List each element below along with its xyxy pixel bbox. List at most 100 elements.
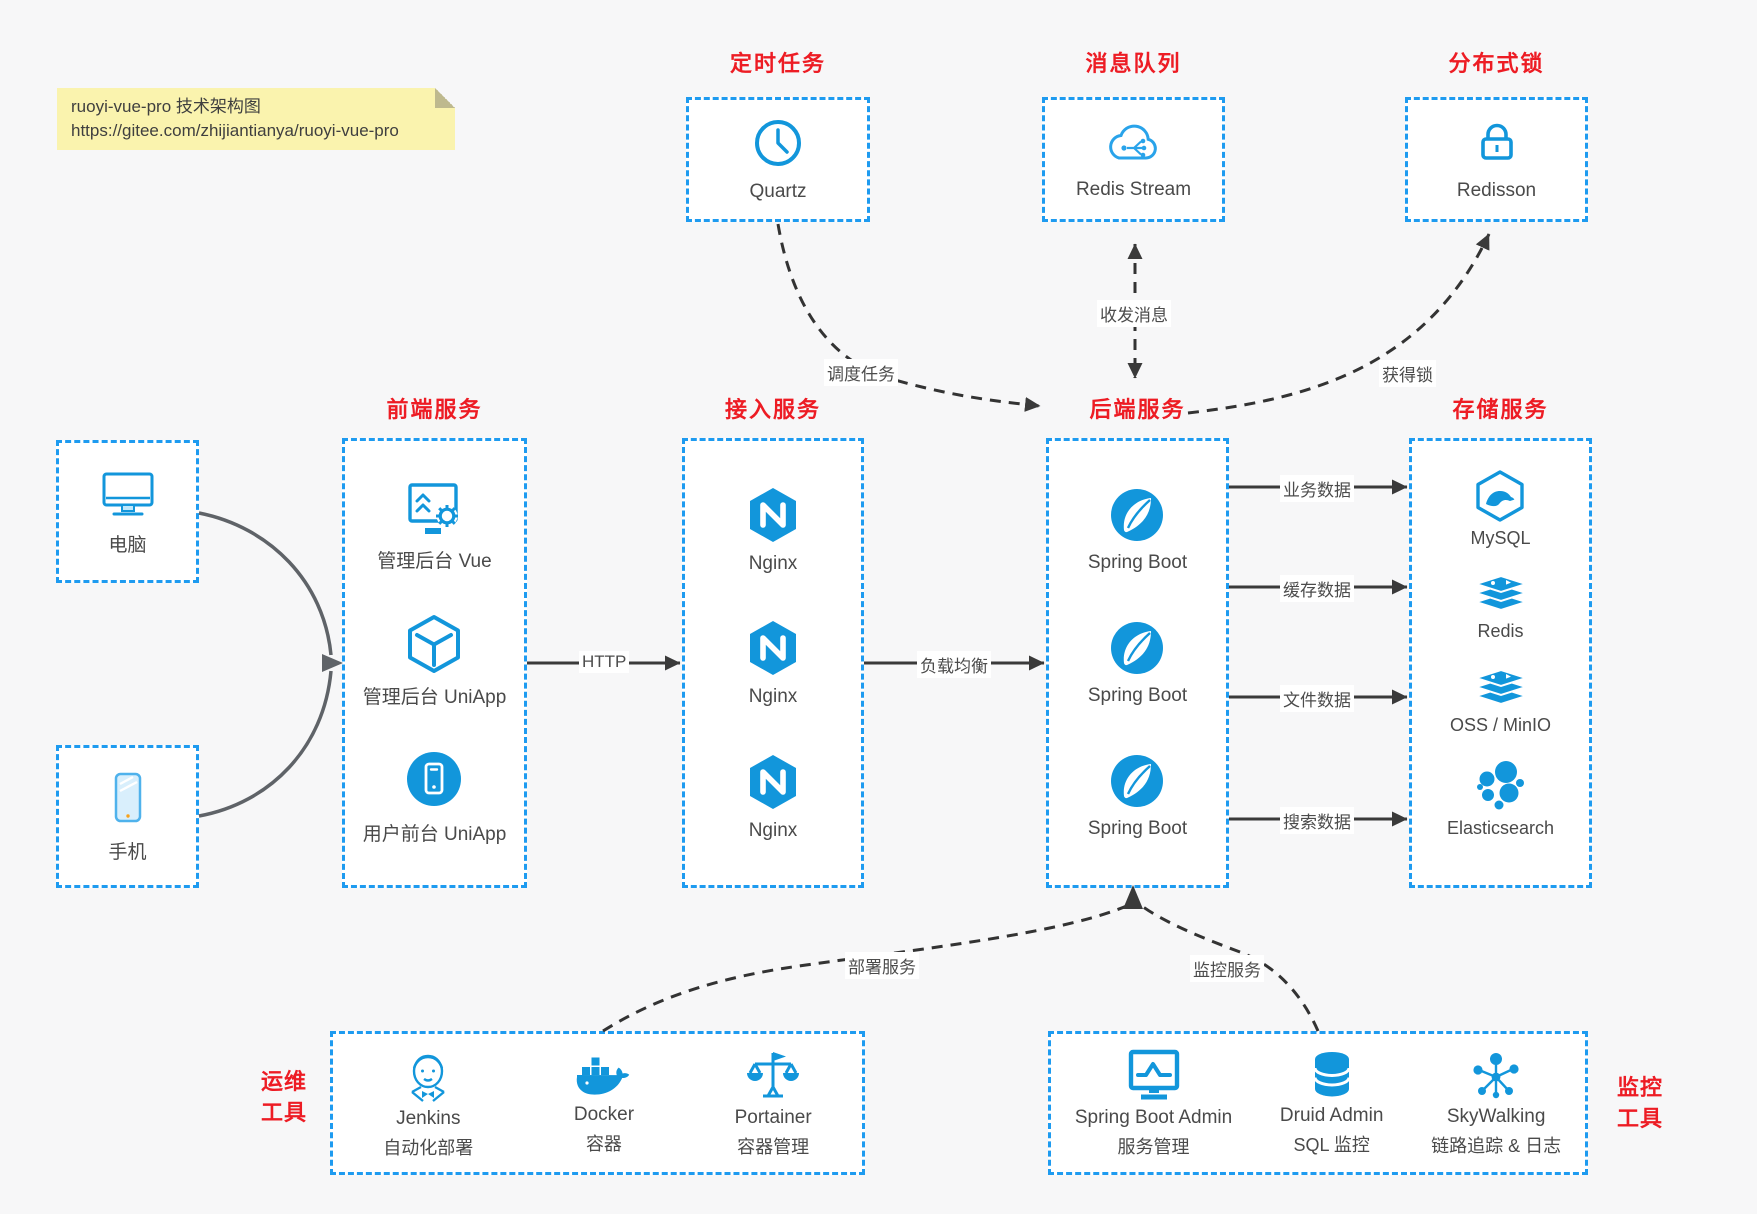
ops-item-desc: 自动化部署: [383, 1138, 474, 1158]
ops-item-name: Portainer: [734, 1107, 812, 1128]
edge-phone-to-frontend: [198, 670, 333, 818]
ops-tools-box: Jenkins 自动化部署 Docker 容器 Portainer 容器管理: [330, 1031, 865, 1175]
nginx-icon: [744, 485, 802, 545]
monitor-item-desc: SQL 监控: [1293, 1135, 1370, 1155]
edge-schedule-jobs: [776, 223, 1041, 412]
user-app-icon: [402, 747, 466, 811]
edge-label-cache-data: 缓存数据: [1280, 575, 1354, 602]
group-title-scheduled-jobs: 定时任务: [729, 51, 826, 76]
monitor-item-desc: 链路追踪 & 日志: [1431, 1136, 1562, 1156]
frontend-item-label: 管理后台 UniApp: [362, 686, 507, 708]
scheduler-label: Quartz: [749, 181, 807, 202]
storage-box: MySQL Redis OSS / MinIO Elasticsearch: [1409, 438, 1592, 888]
storage-item-mysql: MySQL: [1470, 469, 1531, 549]
monitor-title-line1: 监控: [1616, 1075, 1663, 1100]
monitor-item-springbootadmin: Spring Boot Admin 服务管理: [1075, 1047, 1232, 1159]
frontend-item-admin-uniapp: 管理后台 UniApp: [362, 612, 507, 709]
gateway-item-label: Nginx: [748, 552, 798, 574]
gateway-item-nginx: Nginx: [744, 485, 802, 575]
phone-label: 手机: [108, 841, 147, 863]
group-title-storage: 存储服务: [1452, 397, 1549, 422]
ops-item-portainer: Portainer 容器管理: [735, 1047, 812, 1159]
monitor-item-name: SkyWalking: [1446, 1106, 1546, 1127]
admin-monitor-icon: [1125, 1047, 1183, 1103]
monitor-tools-title: 监控 工具: [1604, 1072, 1676, 1134]
storage-item-label: MySQL: [1470, 527, 1531, 548]
ops-item-docker: Docker 容器: [574, 1050, 634, 1156]
edge-label-load-balance: 负载均衡: [917, 651, 991, 678]
redis-stack-icon: [1472, 666, 1530, 710]
backend-item-springboot: Spring Boot: [1088, 486, 1187, 574]
monitor-item-druid: Druid Admin SQL 监控: [1279, 1049, 1384, 1157]
phone-box: 手机: [56, 745, 199, 888]
elasticsearch-icon: [1473, 759, 1527, 813]
message-queue-box: Redis Stream: [1042, 97, 1225, 222]
spring-boot-icon: [1108, 752, 1166, 810]
scheduler-box: Quartz: [686, 97, 870, 222]
group-title-distributed-lock: 分布式锁: [1448, 51, 1545, 76]
monitor-tools-box: Spring Boot Admin 服务管理 Druid Admin SQL 监…: [1048, 1031, 1588, 1175]
gateway-item-label: Nginx: [748, 819, 798, 841]
ops-item-jenkins: Jenkins 自动化部署: [383, 1046, 473, 1160]
edge-label-business-data: 业务数据: [1280, 475, 1354, 502]
frontend-box: 管理后台 Vue 管理后台 UniApp 用户前台 UniApp: [342, 438, 527, 888]
ops-item-desc: 容器管理: [737, 1137, 810, 1157]
ops-item-desc: 容器: [585, 1134, 622, 1154]
edge-label-acquire-lock: 获得锁: [1379, 360, 1436, 387]
ops-tools-title: 运维 工具: [248, 1066, 320, 1128]
clock-icon: [751, 116, 805, 170]
storage-item-label: Redis: [1477, 621, 1524, 642]
storage-item-oss-minio: OSS / MinIO: [1450, 666, 1551, 736]
edge-label-file-data: 文件数据: [1280, 685, 1354, 712]
group-title-frontend: 前端服务: [386, 397, 483, 422]
monitor-title-line2: 工具: [1616, 1106, 1663, 1131]
computer-label: 电脑: [108, 534, 147, 556]
desktop-icon: [99, 467, 157, 519]
computer-box: 电脑: [56, 440, 199, 583]
redis-stack-icon: [1472, 572, 1530, 616]
backend-bottom-arrowhead: [1123, 885, 1143, 909]
lock-icon: [1471, 117, 1523, 169]
frontend-item-label: 用户前台 UniApp: [362, 824, 507, 846]
edge-label-monitor: 监控服务: [1190, 955, 1264, 982]
frontend-item-admin-vue: 管理后台 Vue: [377, 480, 492, 573]
monitor-item-name: Spring Boot Admin: [1074, 1107, 1233, 1128]
mysql-icon: [1472, 469, 1528, 523]
ops-item-name: Docker: [573, 1104, 635, 1125]
ops-item-name: Jenkins: [396, 1108, 461, 1129]
frontend-item-user-uniapp: 用户前台 UniApp: [362, 747, 507, 846]
gateway-item-nginx: Nginx: [744, 618, 802, 708]
backend-item-label: Spring Boot: [1087, 552, 1188, 573]
edge-acquire-lock: [1187, 233, 1491, 415]
group-title-gateway: 接入服务: [724, 397, 821, 422]
message-queue-label: Redis Stream: [1075, 179, 1192, 200]
storage-item-redis: Redis: [1472, 572, 1530, 642]
edge-label-schedule: 调度任务: [824, 359, 898, 386]
backend-box: Spring Boot Spring Boot Spring Boot: [1046, 438, 1229, 888]
frontend-item-label: 管理后台 Vue: [377, 550, 492, 572]
edge-label-message: 收发消息: [1097, 300, 1171, 327]
backend-item-label: Spring Boot: [1087, 818, 1188, 839]
smartphone-icon: [102, 770, 154, 826]
note-url: https://gitee.com/zhijiantianya/ruoyi-vu…: [71, 121, 399, 140]
monitor-item-name: Druid Admin: [1279, 1105, 1384, 1126]
storage-item-elasticsearch: Elasticsearch: [1447, 759, 1554, 839]
gateway-item-label: Nginx: [748, 686, 798, 707]
spring-boot-icon: [1108, 486, 1166, 544]
admin-vue-icon: [403, 480, 465, 538]
backend-item-label: Spring Boot: [1087, 685, 1188, 706]
skywalking-node-icon: [1469, 1048, 1523, 1102]
monitor-item-skywalking: SkyWalking 链路追踪 & 日志: [1431, 1048, 1561, 1158]
gateway-item-nginx: Nginx: [744, 752, 802, 842]
jenkins-icon: [400, 1046, 456, 1104]
portainer-scale-icon: [745, 1047, 801, 1103]
note-title: ruoyi-vue-pro 技术架构图: [71, 97, 261, 116]
note-fold-corner: [435, 88, 455, 108]
edge-label-search-data: 搜索数据: [1280, 807, 1354, 834]
group-title-backend: 后端服务: [1089, 397, 1186, 422]
group-title-message-queue: 消息队列: [1085, 51, 1182, 76]
ops-title-line2: 工具: [260, 1100, 307, 1125]
druid-database-icon: [1306, 1049, 1358, 1101]
storage-item-label: Elasticsearch: [1446, 818, 1555, 839]
